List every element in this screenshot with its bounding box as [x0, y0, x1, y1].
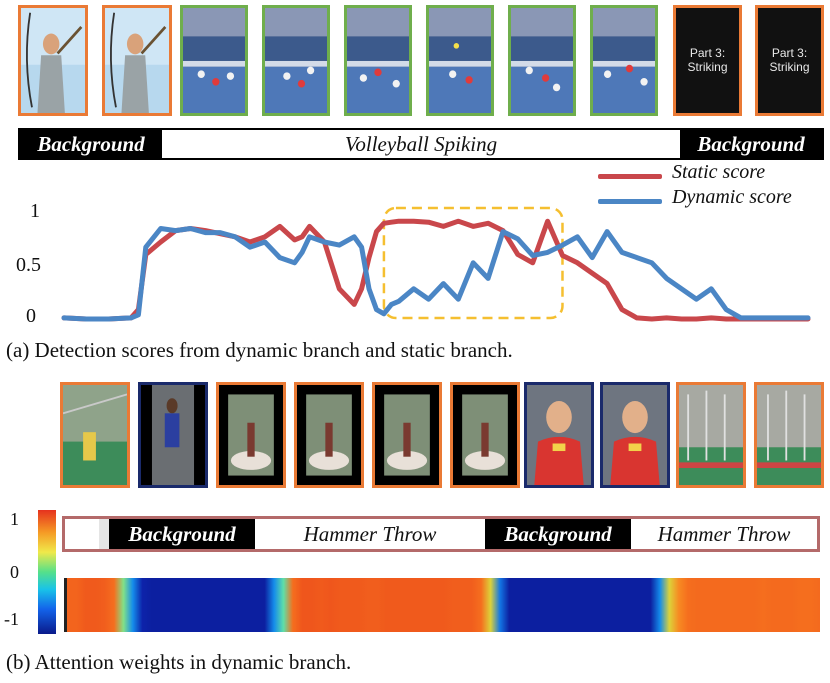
static-score-line: [61, 218, 811, 322]
stadium-image: [679, 385, 743, 485]
segment-background: Background: [20, 130, 162, 158]
colorbar-tick-label: 0: [10, 562, 19, 582]
frame-volleyball-5: [508, 5, 576, 116]
heat-strip-marker: [64, 578, 67, 632]
frame-discus-3: [372, 382, 442, 488]
frame-discus-1: [216, 382, 286, 488]
dynamic-score-line: [61, 226, 811, 322]
archer-image: [105, 8, 169, 113]
stadium-image: [757, 385, 821, 485]
throwing-circle-image: [375, 385, 439, 485]
archer-image: [21, 8, 85, 113]
frame-volleyball-2: [262, 5, 330, 116]
dynamic-legend-swatch: [598, 199, 662, 204]
stadium-image: [63, 385, 127, 485]
frame-archer-2: [102, 5, 172, 116]
volleyball-court-image: [265, 8, 327, 113]
segment-bar-b: Background Hammer Throw Background Hamme…: [62, 516, 820, 552]
attention-heat-strip: [67, 578, 820, 632]
segment-background: Background: [485, 519, 631, 549]
segment-gap: [99, 519, 109, 549]
frame-title-card-2: Part 3: Striking: [755, 5, 824, 116]
title-card-text: Part 3: Striking: [769, 46, 810, 74]
segment-action: Volleyball Spiking: [162, 130, 680, 158]
throwing-circle-image: [297, 385, 361, 485]
frame-athlete-red-1: [524, 382, 594, 488]
volleyball-court-image: [511, 8, 573, 113]
volleyball-court-image: [593, 8, 655, 113]
y-tick-label: 1: [30, 200, 40, 222]
volleyball-court-image: [347, 8, 409, 113]
segment-background: Background: [109, 519, 255, 549]
segment-action: Hammer Throw: [255, 519, 485, 549]
athlete-image: [141, 385, 205, 485]
throwing-circle-image: [219, 385, 283, 485]
dynamic-legend-label: Dynamic score: [672, 186, 792, 208]
segment-bar-a: Background Volleyball Spiking Background: [18, 128, 824, 160]
segment-action: Hammer Throw: [631, 519, 817, 549]
athlete-image: [527, 385, 591, 485]
throwing-circle-image: [453, 385, 517, 485]
volleyball-court-image: [183, 8, 245, 113]
segment-background: Background: [680, 130, 822, 158]
frame-volleyball-1: [180, 5, 248, 116]
frame-volleyball-3: [344, 5, 412, 116]
caption-a: (a) Detection scores from dynamic branch…: [6, 338, 513, 362]
score-chart: [61, 206, 811, 322]
static-legend-swatch: [598, 174, 662, 179]
caption-b: (b) Attention weights in dynamic branch.: [6, 650, 352, 674]
colorbar: [38, 510, 56, 634]
frame-volleyball-6: [590, 5, 658, 116]
static-legend-label: Static score: [672, 161, 766, 183]
frame-discus-4: [450, 382, 520, 488]
frame-stadium-1: [60, 382, 130, 488]
highlight-box: [382, 206, 564, 320]
frame-discus-2: [294, 382, 364, 488]
athlete-image: [603, 385, 667, 485]
y-tick-label: 0: [26, 305, 36, 327]
volleyball-court-image: [429, 8, 491, 113]
y-tick-label: 0.5: [16, 254, 41, 276]
frame-athlete-dark: [138, 382, 208, 488]
title-card-text: Part 3: Striking: [687, 46, 728, 74]
frame-athlete-red-2: [600, 382, 670, 488]
frame-stadium-3: [754, 382, 824, 488]
frame-title-card-1: Part 3: Striking: [673, 5, 742, 116]
frame-archer-1: [18, 5, 88, 116]
colorbar-tick-label: -1: [4, 609, 19, 629]
frame-volleyball-4: [426, 5, 494, 116]
colorbar-tick-label: 1: [10, 509, 19, 529]
frame-stadium-2: [676, 382, 746, 488]
